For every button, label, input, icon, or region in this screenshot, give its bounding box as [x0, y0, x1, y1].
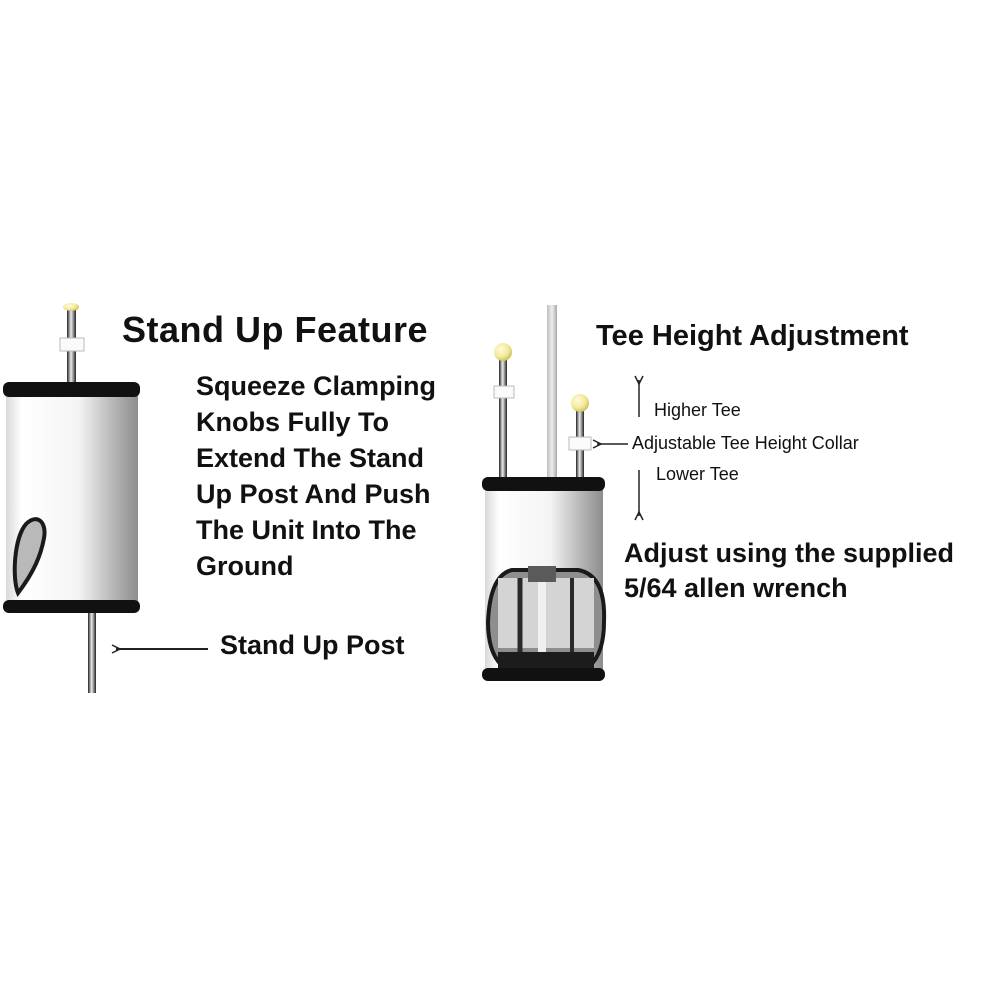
allen-wrench-note: Adjust using the supplied 5/64 allen wre… — [624, 538, 954, 603]
left-bottom-band — [3, 600, 140, 613]
left-height-collar — [59, 337, 85, 352]
left-tee-unit — [3, 303, 140, 693]
cylinder-cutaway — [485, 566, 607, 674]
high-tee-collar — [493, 385, 515, 399]
center-shaft — [547, 305, 557, 480]
high-tee-rod — [499, 355, 507, 479]
stand-up-post-label: Stand Up Post — [220, 630, 405, 660]
stand-up-feature-title: Stand Up Feature — [122, 309, 429, 350]
left-tee-ball — [63, 303, 79, 311]
left-top-band — [3, 382, 140, 397]
stand-up-instructions: Squeeze Clamping Knobs Fully To Extend T… — [196, 371, 437, 581]
collar-label: Adjustable Tee Height Collar — [632, 433, 859, 453]
high-tee-ball — [494, 343, 512, 361]
low-tee-ball — [571, 394, 589, 412]
stand-up-post — [88, 613, 96, 693]
lower-tee-label: Lower Tee — [656, 464, 739, 484]
right-bottom-band — [482, 668, 605, 681]
right-top-band — [482, 477, 605, 491]
right-tee-unit — [482, 305, 607, 681]
higher-tee-label: Higher Tee — [654, 400, 741, 420]
left-clamping-knob — [12, 517, 47, 598]
tee-height-title: Tee Height Adjustment — [596, 320, 909, 352]
low-tee-collar — [568, 436, 592, 451]
